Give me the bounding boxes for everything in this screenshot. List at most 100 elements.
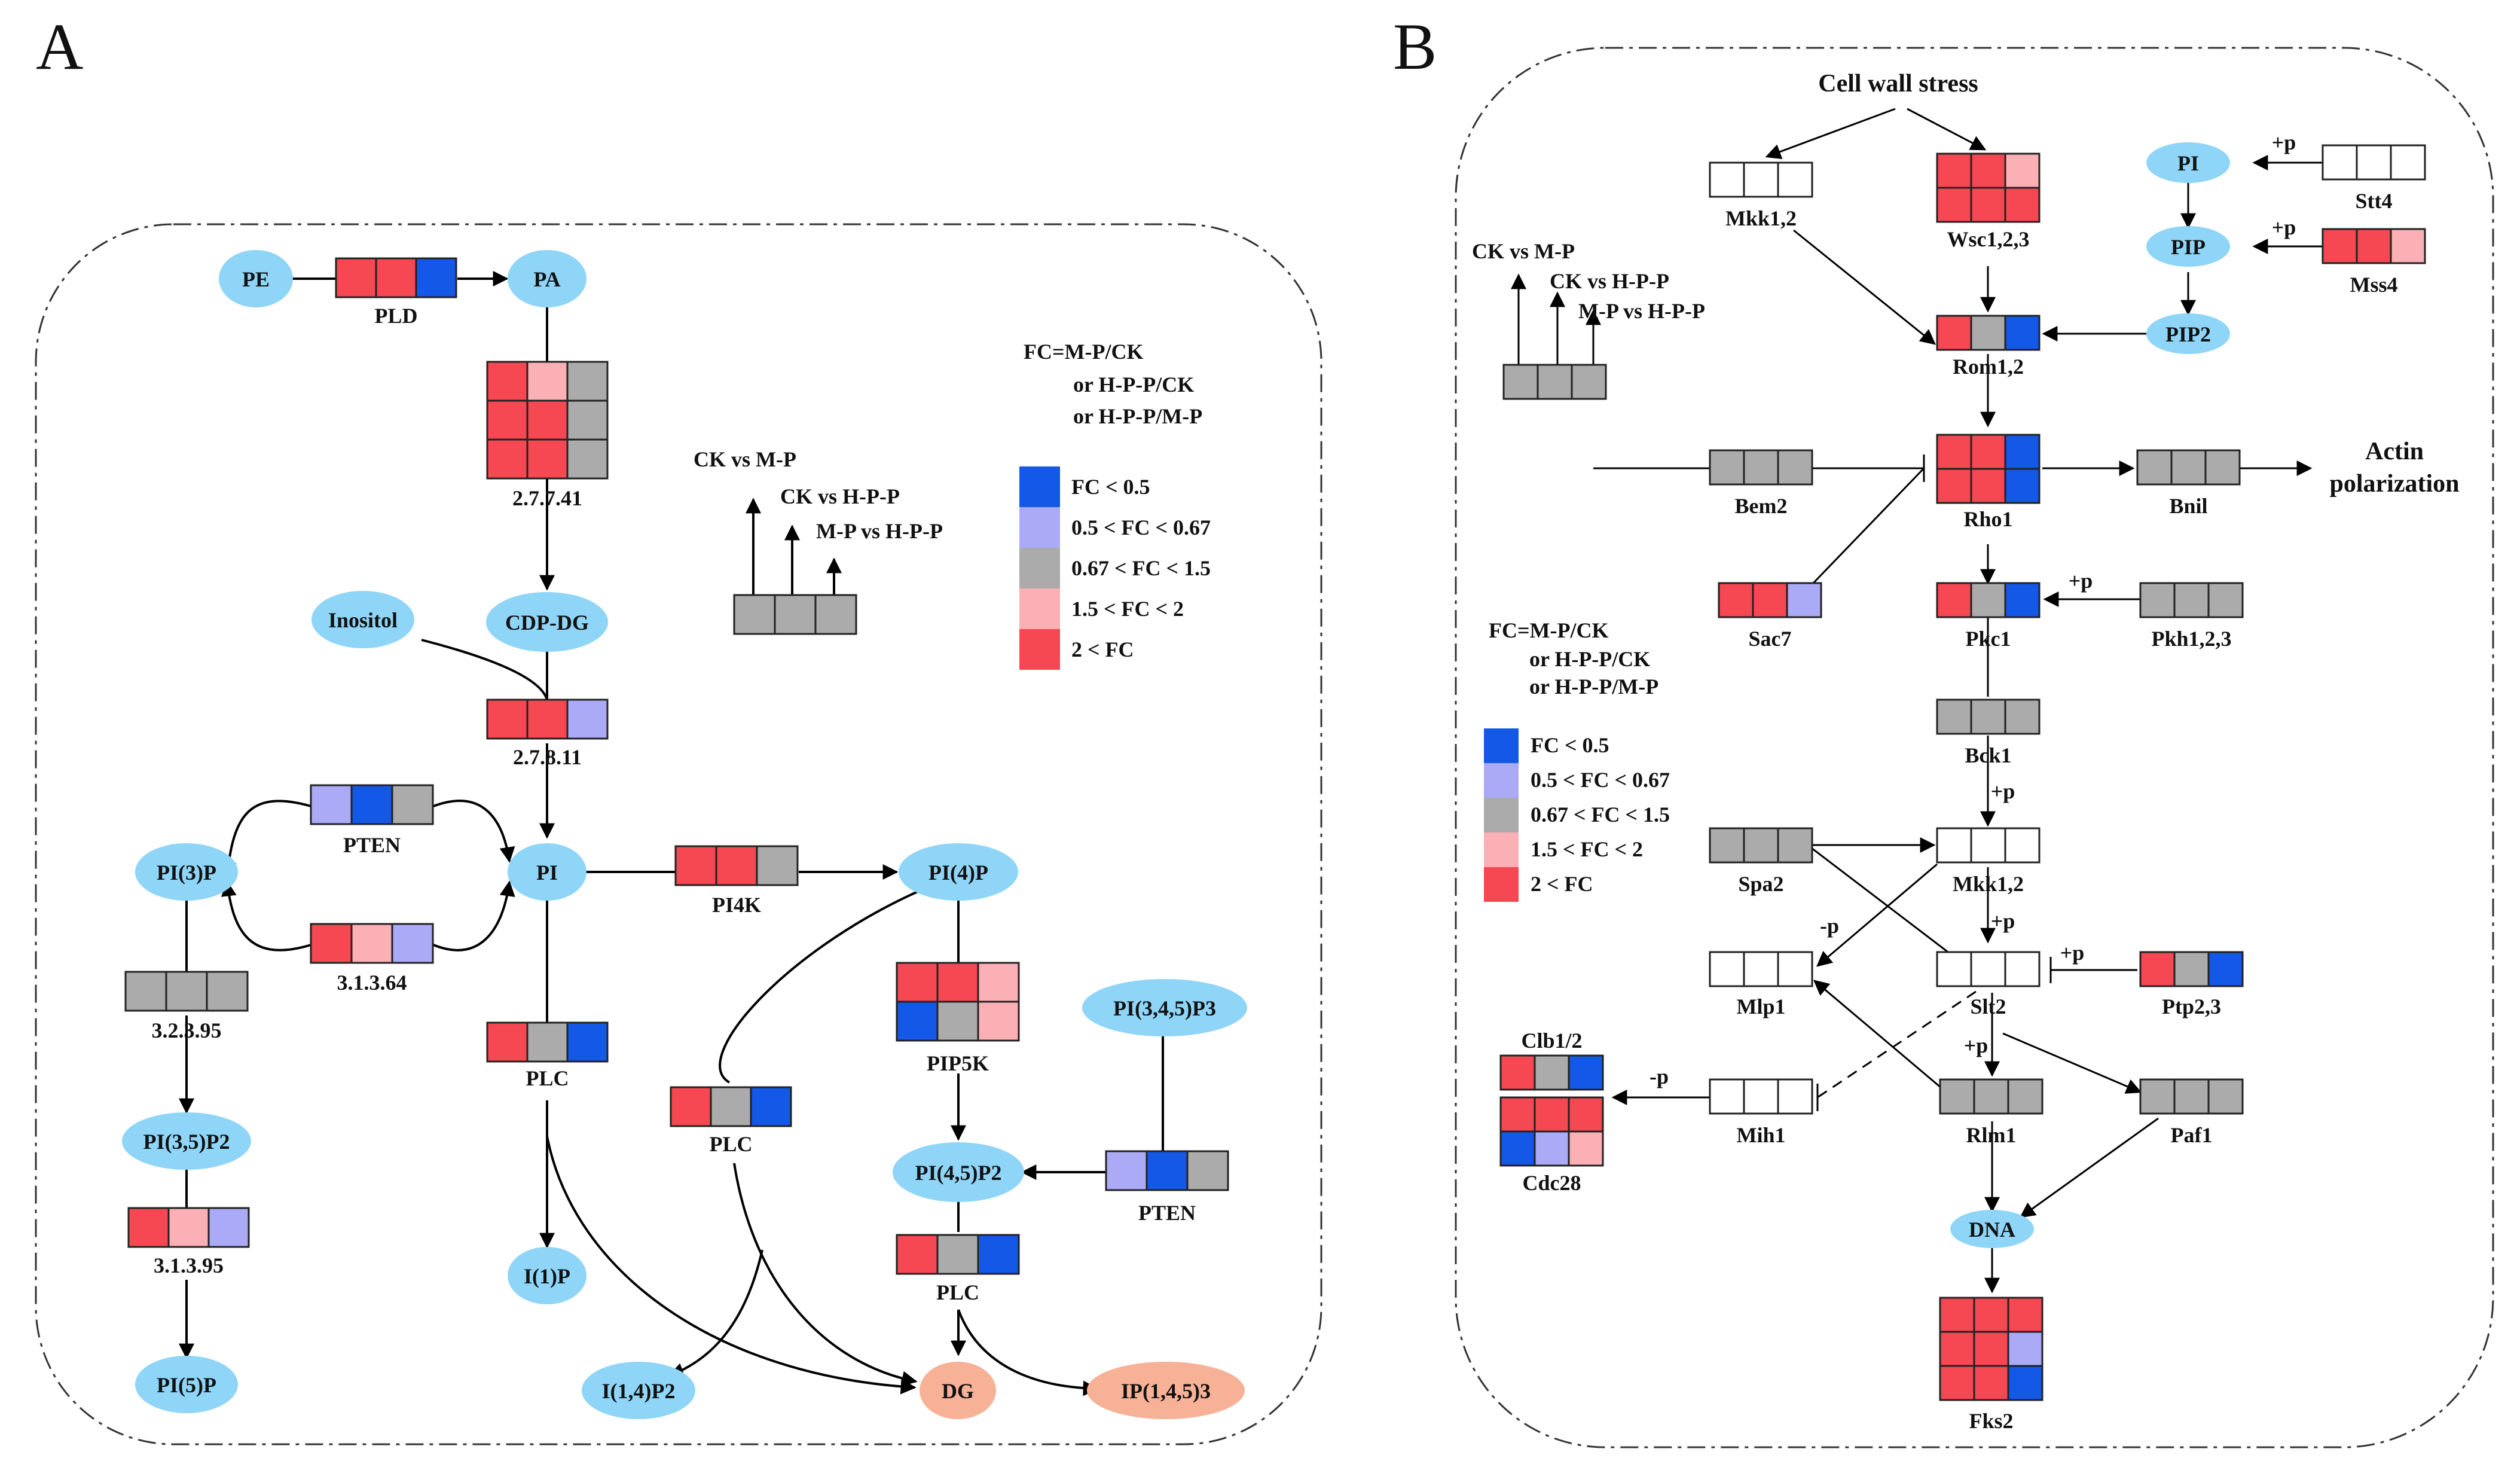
fks2-heatmap-cell	[1939, 1365, 1975, 1401]
panel-a-key-heatmap-cell	[774, 594, 817, 635]
pip5k-heatmap-cell	[896, 962, 939, 1003]
ec-3-1-3-64-label: 3.1.3.64	[337, 971, 407, 995]
fks2-heatmap-cell	[2007, 1365, 2044, 1401]
bnil-label: Bnil	[2169, 494, 2207, 518]
b-mkk12-top-heatmap-cell	[1709, 161, 1745, 198]
pi45p2-node-ellipse	[893, 1142, 1024, 1202]
paf1-heatmap-cell	[2173, 1078, 2210, 1115]
fks2-heatmap-cell	[1973, 1297, 2009, 1333]
cdc28-heatmap-cell	[1568, 1096, 1604, 1133]
stt4-heatmap-cell	[2356, 144, 2392, 181]
panel-b-key-heatmap	[1502, 364, 1607, 400]
ip145p3-node-ellipse	[1087, 1362, 1245, 1419]
slt2-heatmap	[1936, 951, 2041, 987]
ec-2-7-7-41-heatmap-cell	[526, 399, 569, 441]
panel-b-key-line-2: CK vs H-P-P	[1550, 269, 1669, 293]
pten-right-heatmap	[1105, 1150, 1229, 1191]
ec-3-2-3-95-heatmap-cell	[165, 971, 208, 1012]
cdc28-heatmap-cell	[1499, 1130, 1536, 1167]
pa-node: PA	[533, 267, 560, 291]
rom12-heatmap-cell	[1970, 315, 2006, 351]
rlm1-heatmap-cell	[1973, 1078, 2009, 1115]
pe-node: PE	[242, 267, 270, 291]
bnil-heatmap-cell	[2136, 449, 2173, 486]
i1p-node-ellipse	[508, 1247, 587, 1304]
spa2-heatmap	[1709, 827, 1813, 864]
bem2-heatmap-cell	[1777, 449, 1813, 486]
pi35p2-node: PI(3,5)P2	[143, 1130, 230, 1154]
panel-b-legend-swatch	[1484, 763, 1519, 798]
bem2-heatmap-cell	[1709, 449, 1745, 486]
stt4-heatmap	[2322, 144, 2426, 181]
panel-b-legend-swatch	[1484, 798, 1519, 832]
phospho-label-3: +p	[2069, 569, 2093, 593]
pi4k-label: PI4K	[712, 893, 761, 917]
plc-middle-heatmap-cell	[670, 1086, 712, 1127]
plc-left-label: PLC	[526, 1066, 569, 1090]
plc-right-heatmap-cell	[977, 1234, 1020, 1275]
bem2-heatmap-cell	[1743, 449, 1779, 486]
b-pip-node: PIP	[2171, 235, 2206, 259]
rho1-heatmap-cell	[1970, 468, 2006, 504]
pten-right-label: PTEN	[1138, 1201, 1196, 1225]
panel-b-legend-label: 0.5 < FC < 0.67	[1531, 768, 1670, 792]
panel-a-key-heatmap-cell	[733, 594, 776, 635]
i14p2-node: I(1,4)P2	[602, 1379, 676, 1403]
pkh123-label: Pkh1,2,3	[2151, 627, 2231, 651]
cdc28-heatmap-cell	[1534, 1096, 1570, 1133]
panel-a-border	[35, 223, 1322, 1445]
panel-a-legend-label: FC < 0.5	[1071, 475, 1150, 499]
pip5k-heatmap	[896, 962, 1020, 1042]
panel-a-fc-def-3: or H-P-P/M-P	[1073, 404, 1202, 428]
dna-node-ellipse	[1950, 1210, 2034, 1248]
fks2-heatmap-cell	[1973, 1365, 2009, 1401]
b-mkk12-top-label: Mkk1,2	[1725, 206, 1797, 230]
pten-left-heatmap-cell	[391, 784, 434, 825]
panel-a-legend-swatch	[1019, 507, 1060, 548]
pten-right-heatmap-cell	[1105, 1150, 1148, 1191]
plc-right-heatmap	[896, 1234, 1020, 1275]
pi345p3-node: PI(3,4,5)P3	[1113, 996, 1216, 1020]
dg-node-ellipse	[920, 1362, 996, 1419]
rho1-heatmap	[1936, 434, 2041, 504]
clb12-heatmap	[1499, 1054, 1604, 1091]
fks2-heatmap-cell	[2007, 1297, 2044, 1333]
mih1-label: Mih1	[1736, 1123, 1785, 1147]
pi35p2-node-ellipse	[122, 1112, 251, 1170]
rom12-label: Rom1,2	[1953, 355, 2024, 379]
cdp-dg-node-ellipse	[486, 592, 608, 652]
pld-heatmap	[335, 257, 457, 298]
mih1-heatmap-cell	[1777, 1078, 1813, 1115]
panel-a-legend-label: 1.5 < FC < 2	[1071, 597, 1184, 621]
rho1-heatmap-cell	[1936, 468, 1972, 504]
bck1-heatmap-cell	[1936, 699, 1972, 735]
panel-b-legend-swatch	[1484, 832, 1519, 867]
pkh123-heatmap-cell	[2139, 582, 2176, 618]
panel-a-legend-label: 0.5 < FC < 0.67	[1071, 516, 1211, 539]
rho1-heatmap-cell	[1970, 434, 2006, 470]
ec-3-1-3-64-heatmap	[310, 923, 434, 964]
pi4k-heatmap-cell	[756, 845, 799, 886]
mlp1-heatmap-cell	[1709, 951, 1745, 987]
panel-b-letter: B	[1393, 10, 1437, 83]
sac7-label: Sac7	[1749, 627, 1792, 651]
spa2-heatmap-cell	[1709, 827, 1745, 864]
panel-b-fc-def-3: or H-P-P/M-P	[1529, 675, 1658, 699]
cdc28-heatmap-cell	[1534, 1130, 1570, 1167]
panel-b-legend-label: 2 < FC	[1531, 872, 1593, 896]
pip5k-heatmap-cell	[936, 962, 979, 1003]
panel-a-key-heatmap	[733, 594, 857, 635]
panel-a-legend-label: 2 < FC	[1071, 638, 1134, 661]
b-mkk12-top-heatmap-cell	[1743, 161, 1779, 198]
paf1-heatmap-cell	[2207, 1078, 2244, 1115]
panel-a-legend-swatch	[1019, 548, 1060, 588]
plc-right-label: PLC	[936, 1280, 979, 1304]
i1p-node: I(1)P	[524, 1264, 570, 1288]
pip5k-heatmap-cell	[936, 1001, 979, 1042]
ec-3-1-3-95-heatmap-cell	[207, 1207, 250, 1248]
spa2-label: Spa2	[1738, 872, 1783, 896]
phospho-label-7: -p	[1650, 1065, 1669, 1088]
ec-2-7-7-41-label: 2.7.7.41	[512, 486, 582, 510]
pld-label: PLD	[375, 304, 418, 328]
ec-3-2-3-95-heatmap-cell	[206, 971, 249, 1012]
